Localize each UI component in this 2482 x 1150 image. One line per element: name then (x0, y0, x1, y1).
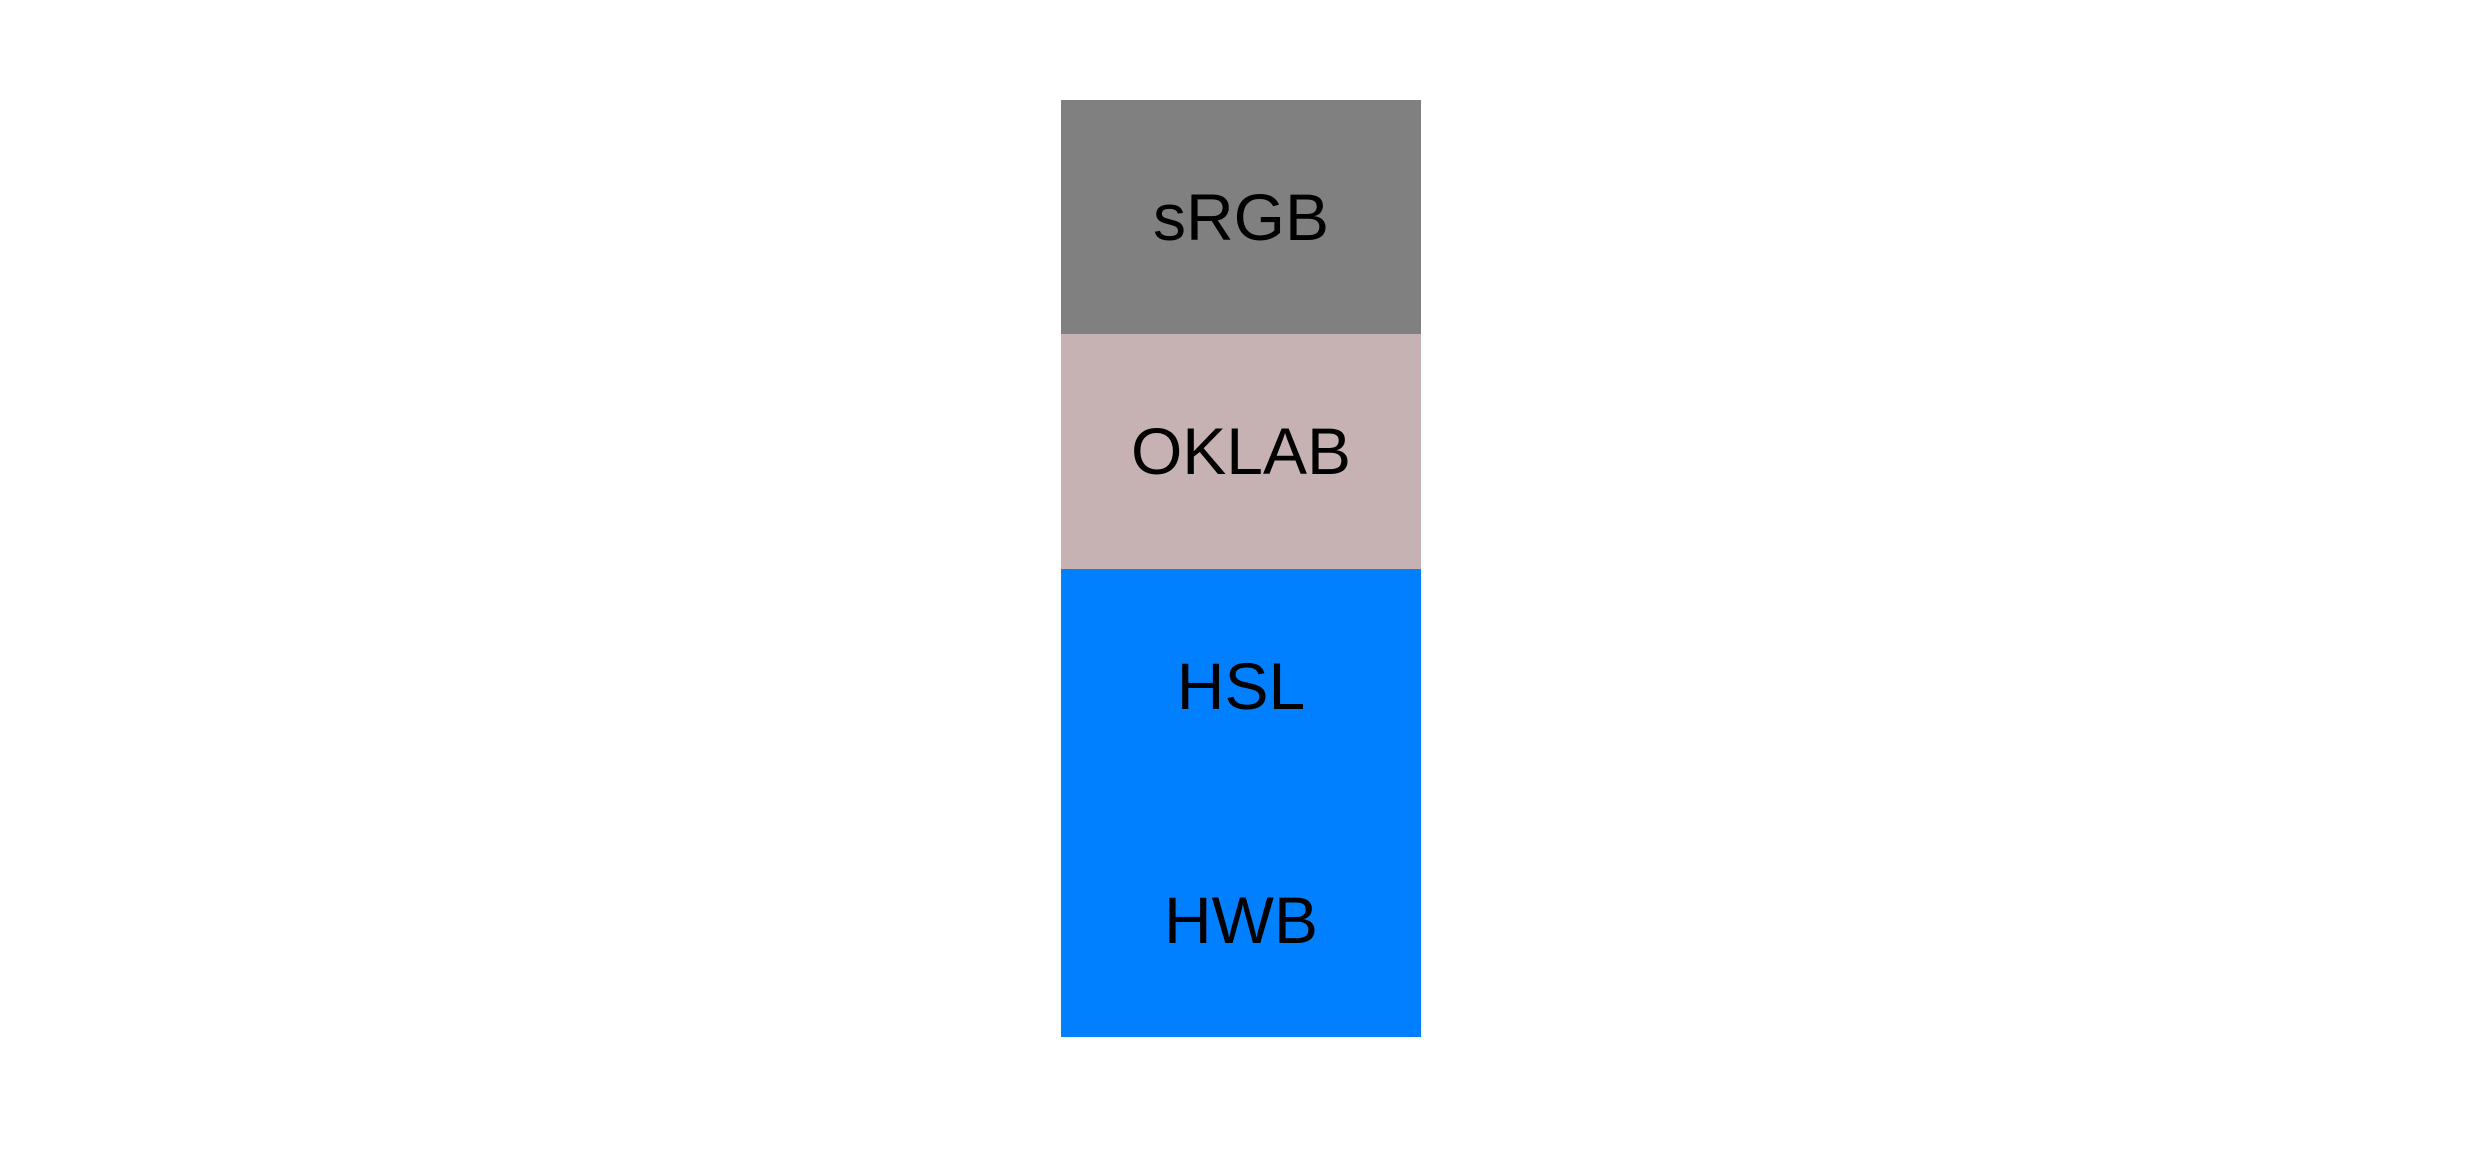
swatch-oklab: OKLAB (1061, 334, 1421, 569)
swatch-label-srgb: sRGB (1152, 180, 1330, 255)
swatch-label-hwb: HWB (1164, 882, 1318, 957)
swatch-label-hsl: HSL (1176, 648, 1306, 723)
swatch-srgb: sRGB (1061, 100, 1421, 335)
swatch-hsl: HSL (1061, 568, 1421, 803)
swatch-hwb: HWB (1061, 802, 1421, 1037)
swatch-label-oklab: OKLAB (1130, 414, 1352, 489)
color-space-swatch-stack: sRGB OKLAB HSL HWB (1061, 100, 1421, 1037)
